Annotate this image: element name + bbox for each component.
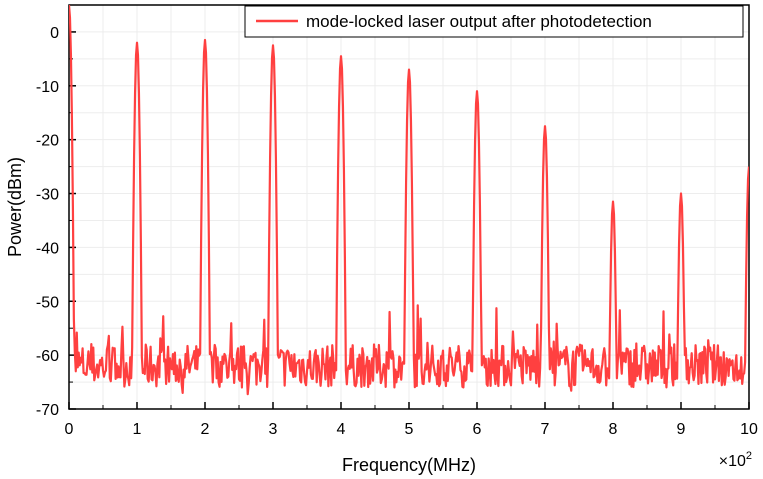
grid-lines xyxy=(68,4,750,410)
x-tick-label: 8 xyxy=(609,421,618,438)
y-tick-label: -20 xyxy=(36,133,59,150)
series-layer xyxy=(69,5,749,396)
x-tick-label: 4 xyxy=(337,421,346,438)
x-axis-multiplier-base: ×10 xyxy=(719,453,746,470)
x-axis-title: Frequency(MHz) xyxy=(342,455,476,475)
x-axis-multiplier: ×102 xyxy=(719,450,752,470)
x-tick-label: 1 xyxy=(133,421,142,438)
x-tick-label: 3 xyxy=(269,421,278,438)
y-tick-label: -10 xyxy=(36,79,59,96)
x-tick-label: 2 xyxy=(201,421,210,438)
y-tick-label: -70 xyxy=(36,402,59,419)
x-tick-label: 0 xyxy=(65,421,74,438)
legend-box xyxy=(244,5,744,38)
x-tick-label: 5 xyxy=(405,421,414,438)
y-axis-title: Power(dBm) xyxy=(5,157,25,257)
x-tick-label: 9 xyxy=(677,421,686,438)
y-tick-label: -40 xyxy=(36,240,59,257)
legend-label: mode-locked laser output after photodete… xyxy=(306,12,652,31)
series-line-mode-locked xyxy=(69,5,749,396)
y-tick-label: -50 xyxy=(36,294,59,311)
y-tick-label: 0 xyxy=(50,25,59,42)
x-tick-label: 10 xyxy=(740,421,758,438)
x-tick-label: 6 xyxy=(473,421,482,438)
y-tick-label: -60 xyxy=(36,348,59,365)
x-axis-multiplier-exponent: 2 xyxy=(746,450,752,462)
x-tick-label: 7 xyxy=(541,421,550,438)
y-tick-label: -30 xyxy=(36,187,59,204)
legend: mode-locked laser output after photodete… xyxy=(244,5,744,38)
